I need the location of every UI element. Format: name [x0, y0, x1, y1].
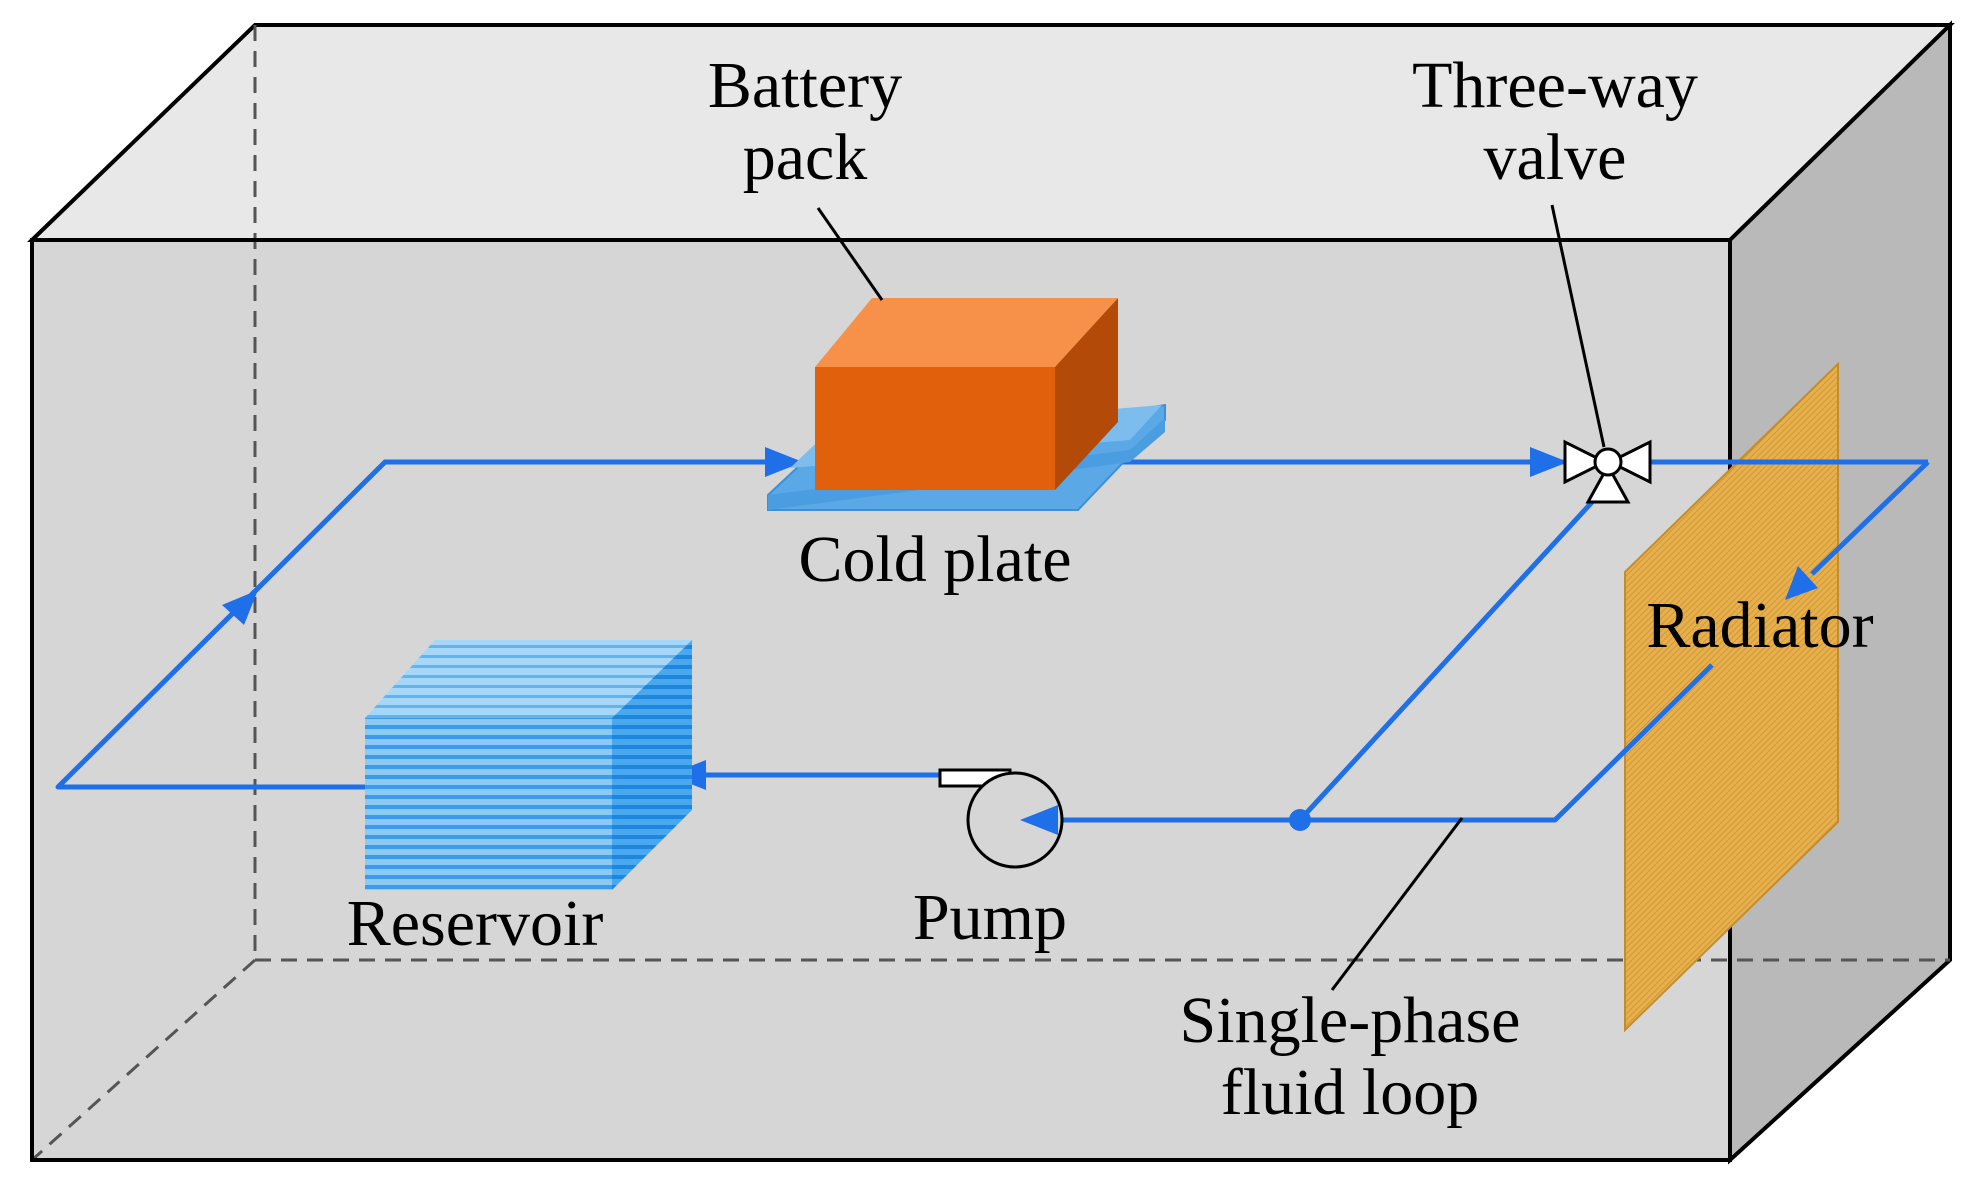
- fluid-line-bypass: [1298, 486, 1607, 822]
- pump-arrow: [1020, 805, 1058, 835]
- valve-left-wing: [1563, 439, 1609, 485]
- fluid-loop-label: Single-phase fluid loop: [1179, 984, 1521, 1129]
- leader-lines: [816, 204, 1606, 991]
- flow-arrow-valve: [1530, 447, 1568, 477]
- reservoir-top-face: [365, 640, 692, 718]
- junction-node: [1289, 809, 1311, 831]
- flow-arrow-coldplate: [765, 447, 803, 477]
- cold-plate-label: Cold plate: [798, 523, 1072, 596]
- valve-center: [1593, 447, 1623, 477]
- fluid-line-left: [55, 459, 778, 790]
- reservoir-side-face: [612, 640, 692, 890]
- reservoir-front-face: [365, 718, 612, 890]
- three-way-valve-label: Three-way valve: [1412, 49, 1698, 194]
- battery-pack-label: Battery pack: [707, 49, 903, 194]
- pump-body: [966, 771, 1064, 869]
- flow-arrow-radiator: [1785, 566, 1818, 600]
- three-way-valve: [1563, 439, 1652, 504]
- fluid-loop: [55, 459, 1930, 823]
- battery-side-face: [1055, 298, 1118, 490]
- flow-arrow-left: [222, 590, 258, 625]
- battery-pack-box: [815, 298, 1118, 490]
- valve-bottom-wing: [1585, 462, 1631, 504]
- reservoir-cube: [365, 640, 692, 890]
- radiator-panel: [1624, 361, 1839, 1033]
- battery-top-face: [815, 298, 1118, 367]
- pump-label: Pump: [912, 881, 1068, 954]
- fluid-line-radiator-out: [1300, 663, 1714, 823]
- pump-symbol: [938, 768, 1064, 869]
- leader-loop: [1330, 817, 1464, 991]
- leader-battery: [816, 207, 884, 301]
- fluid-line-radiator-in: [1810, 460, 1930, 576]
- radiator-label: Radiator: [1646, 589, 1874, 662]
- battery-front-face: [815, 367, 1055, 490]
- leader-valve: [1550, 204, 1606, 448]
- valve-right-wing: [1606, 439, 1652, 485]
- reservoir-label: Reservoir: [346, 887, 604, 960]
